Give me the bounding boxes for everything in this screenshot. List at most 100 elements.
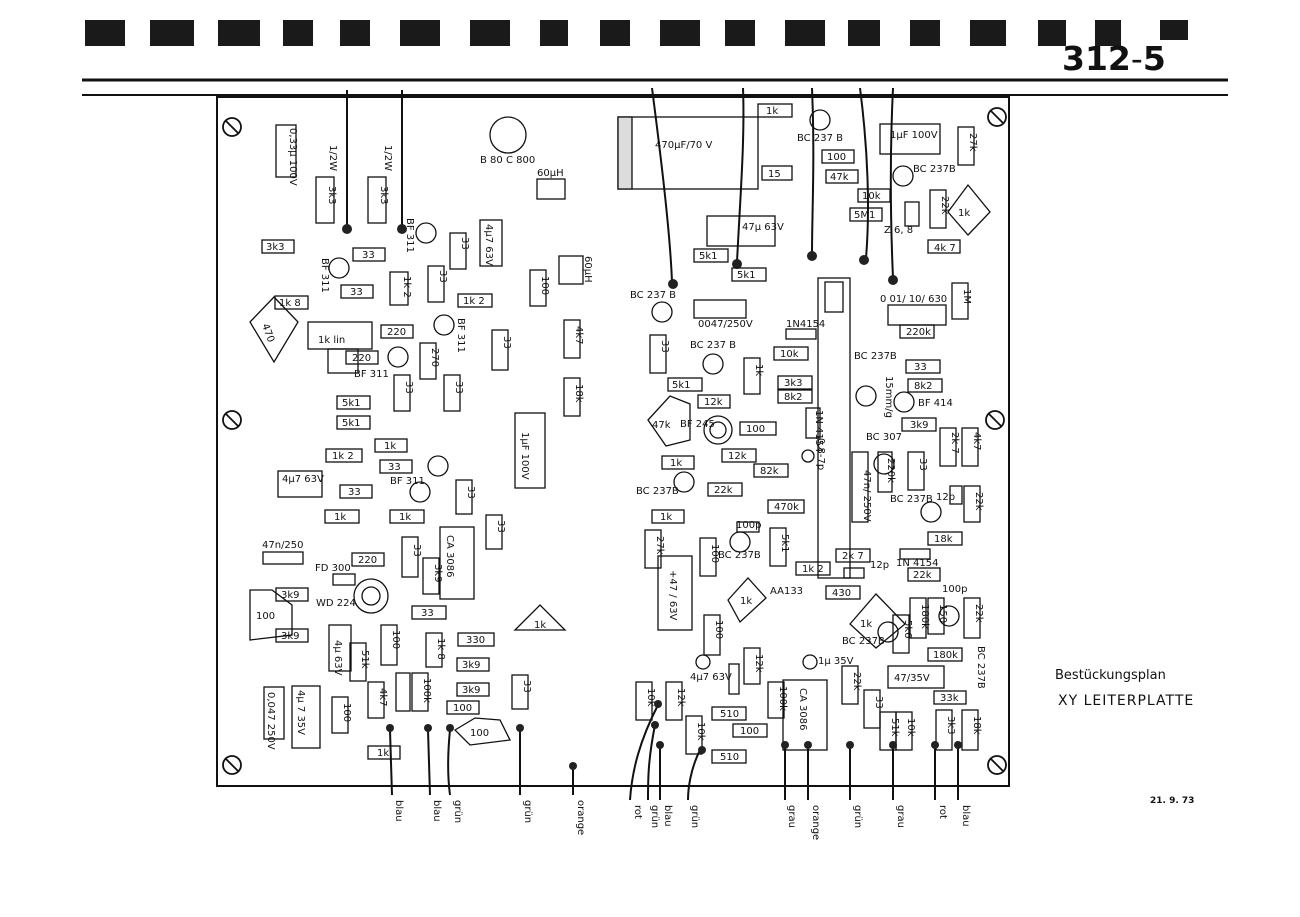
label: 33	[421, 608, 434, 619]
label: 510	[720, 709, 739, 720]
label: 150	[937, 604, 948, 623]
label: 1µF 100V	[519, 432, 530, 480]
label: 1k	[753, 364, 764, 376]
label: 2k 7	[842, 551, 864, 562]
label: 33	[914, 362, 927, 373]
label: 5k1	[342, 398, 361, 409]
label: 1k	[766, 106, 778, 117]
label: 22k	[913, 570, 932, 581]
label: 33	[362, 250, 375, 261]
label: 5k1	[672, 380, 691, 391]
label: 100	[341, 703, 352, 722]
wire-label: blau	[431, 800, 442, 822]
screw-icon	[985, 410, 1005, 430]
label: 100	[746, 424, 765, 435]
label: 22k	[973, 492, 984, 511]
label: BF 311	[390, 476, 425, 487]
label: 1k 2	[463, 296, 485, 307]
label: CA 3086	[444, 535, 455, 577]
label: 4µ7 63V	[483, 224, 494, 266]
label: 27k	[967, 133, 978, 152]
label: BC 237 B	[690, 340, 736, 351]
label: 100p	[736, 520, 761, 531]
label: 1/2W	[382, 145, 393, 171]
label: BC 237B	[842, 636, 885, 647]
label: 33	[917, 458, 928, 471]
label: 1k lin	[318, 335, 345, 346]
label: 1µ 35V	[818, 656, 854, 667]
wire-label: grün	[452, 800, 463, 823]
label: 15mm/g	[883, 376, 894, 418]
label: 0 01/ 10/ 630	[880, 294, 947, 305]
screw-icon	[222, 410, 242, 430]
bottom-wire-points	[386, 700, 962, 770]
label: BC 307	[866, 432, 902, 443]
label: 1k 2	[332, 451, 354, 462]
label: 33	[437, 270, 448, 283]
label: 33	[501, 336, 512, 349]
label: 510	[720, 752, 739, 763]
label: 12k	[753, 654, 764, 673]
wire-solder-points	[342, 224, 898, 289]
label: 430	[832, 588, 851, 599]
label: 1N 4154	[813, 410, 824, 452]
label: 3k9	[432, 564, 443, 583]
label: 1k	[534, 620, 546, 631]
label: 22k	[714, 485, 733, 496]
label: FD 300	[315, 563, 351, 574]
label: 10k	[645, 688, 656, 707]
mounting-screws	[222, 107, 1007, 775]
label: 10k	[780, 349, 799, 360]
label: 60µH	[537, 168, 564, 179]
label: 100	[740, 726, 759, 737]
label: 5k1	[737, 270, 756, 281]
wire-label: grün	[689, 805, 700, 828]
label: 18k	[573, 384, 584, 403]
right-section	[617, 103, 991, 764]
label: 12k	[728, 451, 747, 462]
label: 0,8-7p	[815, 438, 826, 470]
label: 0,33µ 100V	[287, 128, 298, 186]
label: 33	[348, 487, 361, 498]
label: 470µF/70 V	[655, 140, 712, 151]
label: BC 237B	[913, 164, 956, 175]
label: 5M1	[854, 210, 875, 221]
label: 51k	[889, 718, 900, 737]
label: 1k	[399, 512, 411, 523]
label: 47µ 63V	[742, 222, 784, 233]
label: BF 311	[455, 318, 466, 353]
label: 1k 8	[435, 638, 446, 660]
label: 47k	[652, 420, 671, 431]
wire-label: rot	[632, 805, 643, 819]
label: 22k	[973, 604, 984, 623]
label: BF 311	[319, 258, 330, 293]
label: 220k	[885, 458, 896, 483]
label: 330	[466, 635, 485, 646]
label: 1k	[334, 512, 346, 523]
label: 33	[388, 462, 401, 473]
caption-date: 21. 9. 73	[1150, 796, 1194, 806]
wire-label: blau	[393, 800, 404, 822]
label: 18k	[971, 716, 982, 735]
label: +47 / 63V	[667, 570, 678, 621]
label: 2k 7	[949, 432, 960, 454]
label: 1k	[860, 619, 872, 630]
label: 12k	[704, 397, 723, 408]
label: 1N4154	[786, 319, 825, 330]
label: 33	[465, 486, 476, 499]
label: BF 311	[354, 369, 389, 380]
label: BC 237B	[718, 550, 761, 561]
label: 180k	[919, 604, 930, 629]
wire-label: rot	[937, 805, 948, 819]
label: 220	[387, 327, 406, 338]
label: 3k3	[326, 186, 337, 205]
label: 470k	[774, 502, 799, 513]
caption-subtitle: XY LEITERPLATTE	[1058, 693, 1194, 709]
label: 33	[453, 381, 464, 394]
label: 1k	[740, 596, 752, 607]
label: 4k7	[573, 326, 584, 345]
wire-label: grün	[522, 800, 533, 823]
screw-icon	[222, 117, 242, 137]
label: 180k	[933, 650, 958, 661]
label: B 80 C 800	[480, 155, 535, 166]
